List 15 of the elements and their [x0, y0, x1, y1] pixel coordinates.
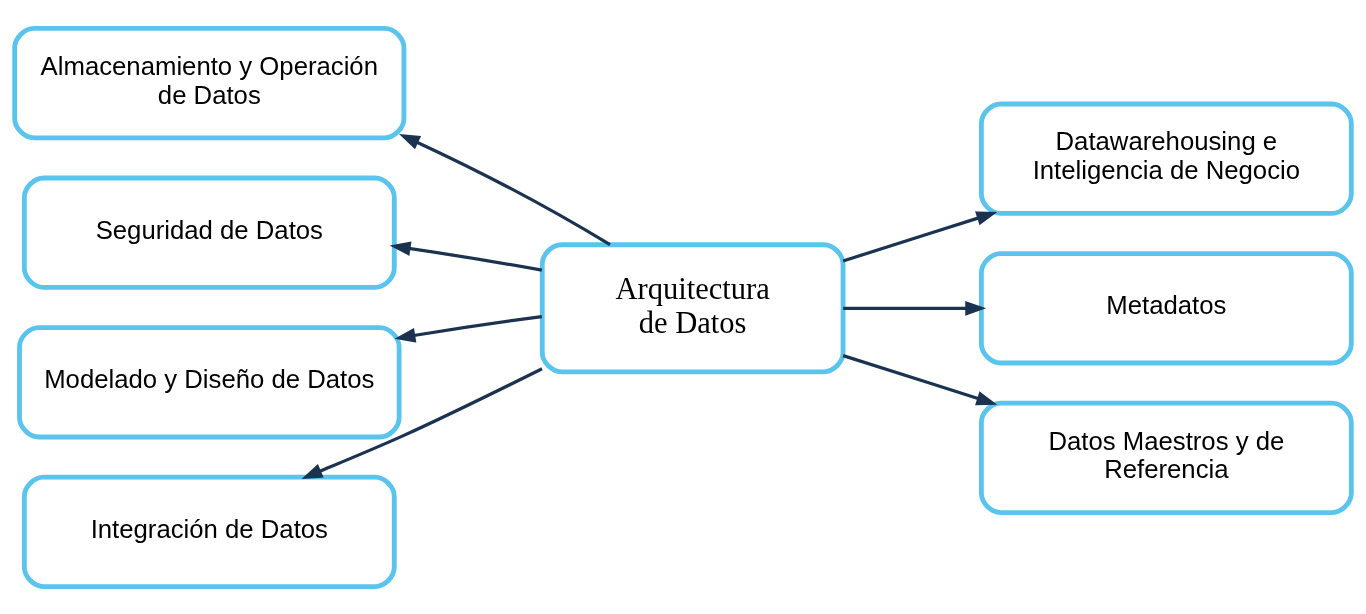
node-box: Integración de Datos — [21, 474, 397, 589]
node-box: Arquitectura de Datos — [539, 241, 846, 374]
arrow — [301, 366, 543, 479]
arrow — [842, 210, 998, 262]
arrow — [389, 240, 543, 272]
node-box: Seguridad de Datos — [21, 175, 397, 290]
node-box: Modelado y Diseño de Datos — [17, 324, 402, 439]
node-box: Datos Maestros y de Referencia — [978, 400, 1354, 515]
node-box: Almacenamiento y Operación de Datos — [12, 25, 407, 140]
arrow — [399, 133, 611, 246]
node-box: Datawarehousing e Inteligencia de Negocio — [978, 101, 1354, 216]
node-box: Metadatos — [978, 250, 1354, 365]
arrow — [842, 353, 998, 405]
arrow — [394, 314, 542, 343]
arrow — [843, 300, 987, 316]
